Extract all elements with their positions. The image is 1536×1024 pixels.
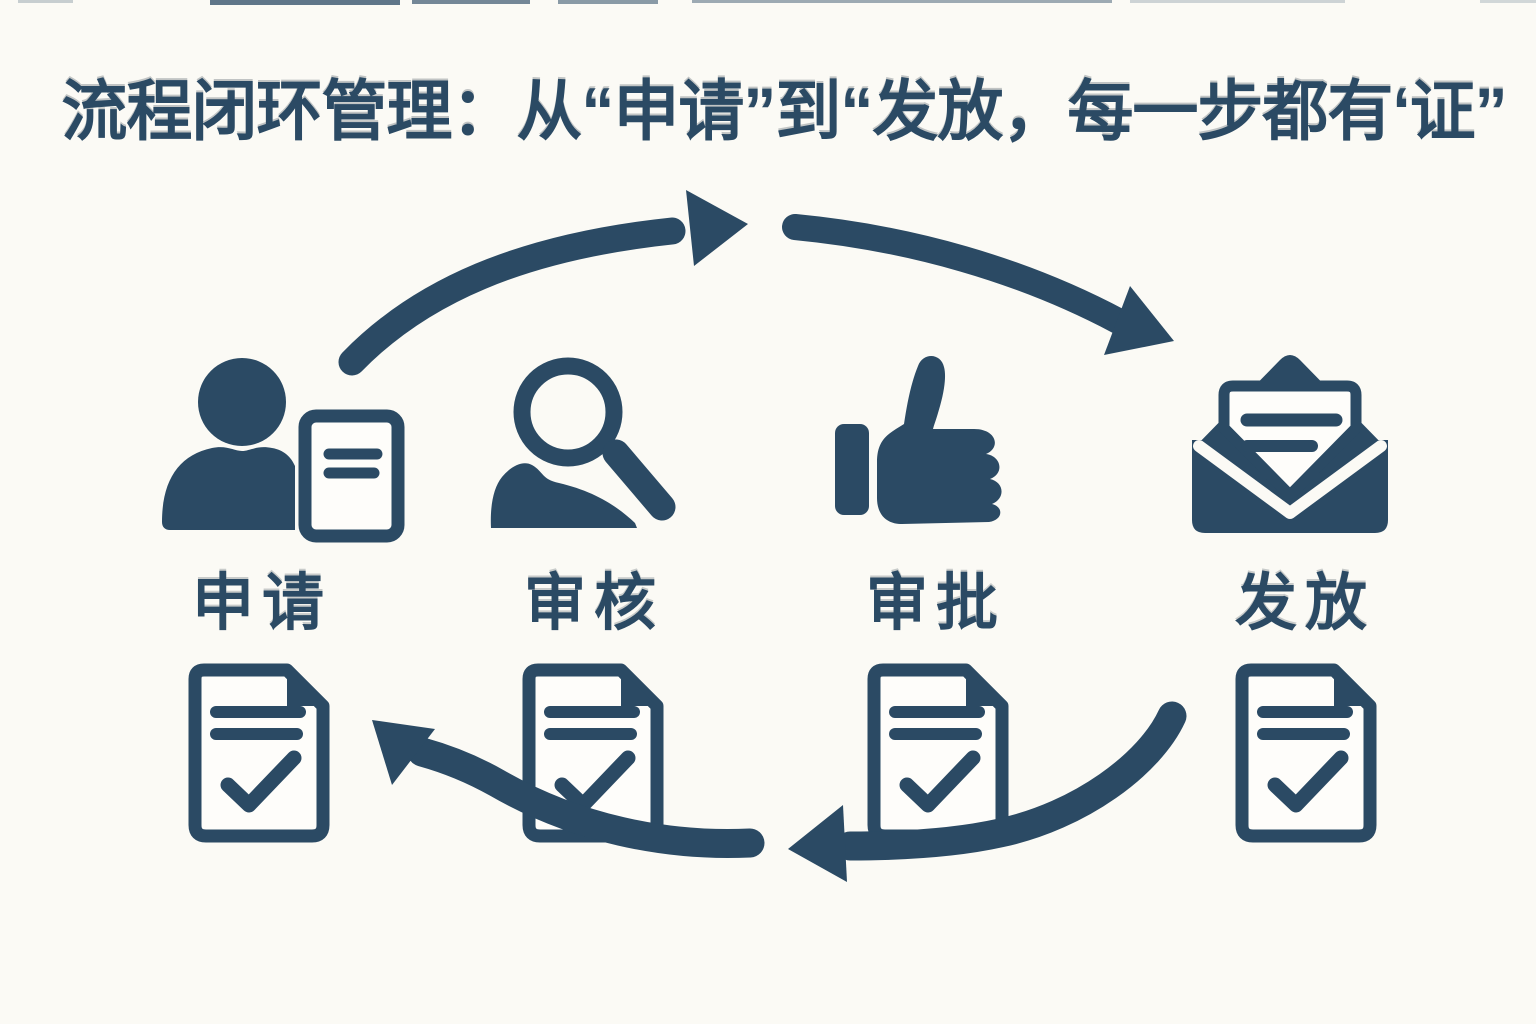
step-label-issue: 发放: [1234, 569, 1376, 638]
person-body: [162, 447, 295, 530]
envelope-letter: [1218, 380, 1362, 499]
step-label-review: 审核: [523, 569, 665, 638]
flow-arrow-top-right: [782, 214, 1174, 355]
thumb-hand: [877, 355, 1002, 524]
flow-arrow-bottom-left: [372, 720, 765, 858]
page-title: 流程闭环管理：从“申请”到“发放，每一步都有‘证”: [61, 74, 1507, 148]
flow-arrow-top-left: [338, 190, 748, 376]
document-check-icon: [1242, 670, 1370, 836]
top-edge-cropped-text-artifact: [18, 0, 1536, 5]
thumbs-up-icon: [835, 355, 1002, 524]
person-head: [198, 358, 286, 446]
person-document-icon: [162, 358, 405, 543]
envelope-fold-highlight: [1193, 440, 1387, 519]
person-shoulders: [490, 463, 637, 528]
thumb-sleeve: [835, 424, 869, 515]
magnifier-handle: [602, 439, 676, 521]
open-envelope-icon: [1192, 355, 1388, 533]
flow-arrow-bottom-right: [788, 701, 1187, 882]
magnifier-review-icon: [490, 357, 676, 528]
document-check-icon: [874, 670, 1002, 836]
document-check-icon: [195, 670, 323, 836]
step-label-apply: 申请: [191, 569, 333, 638]
magnifier-lens: [513, 357, 623, 467]
step-label-approve: 审批: [865, 569, 1007, 638]
